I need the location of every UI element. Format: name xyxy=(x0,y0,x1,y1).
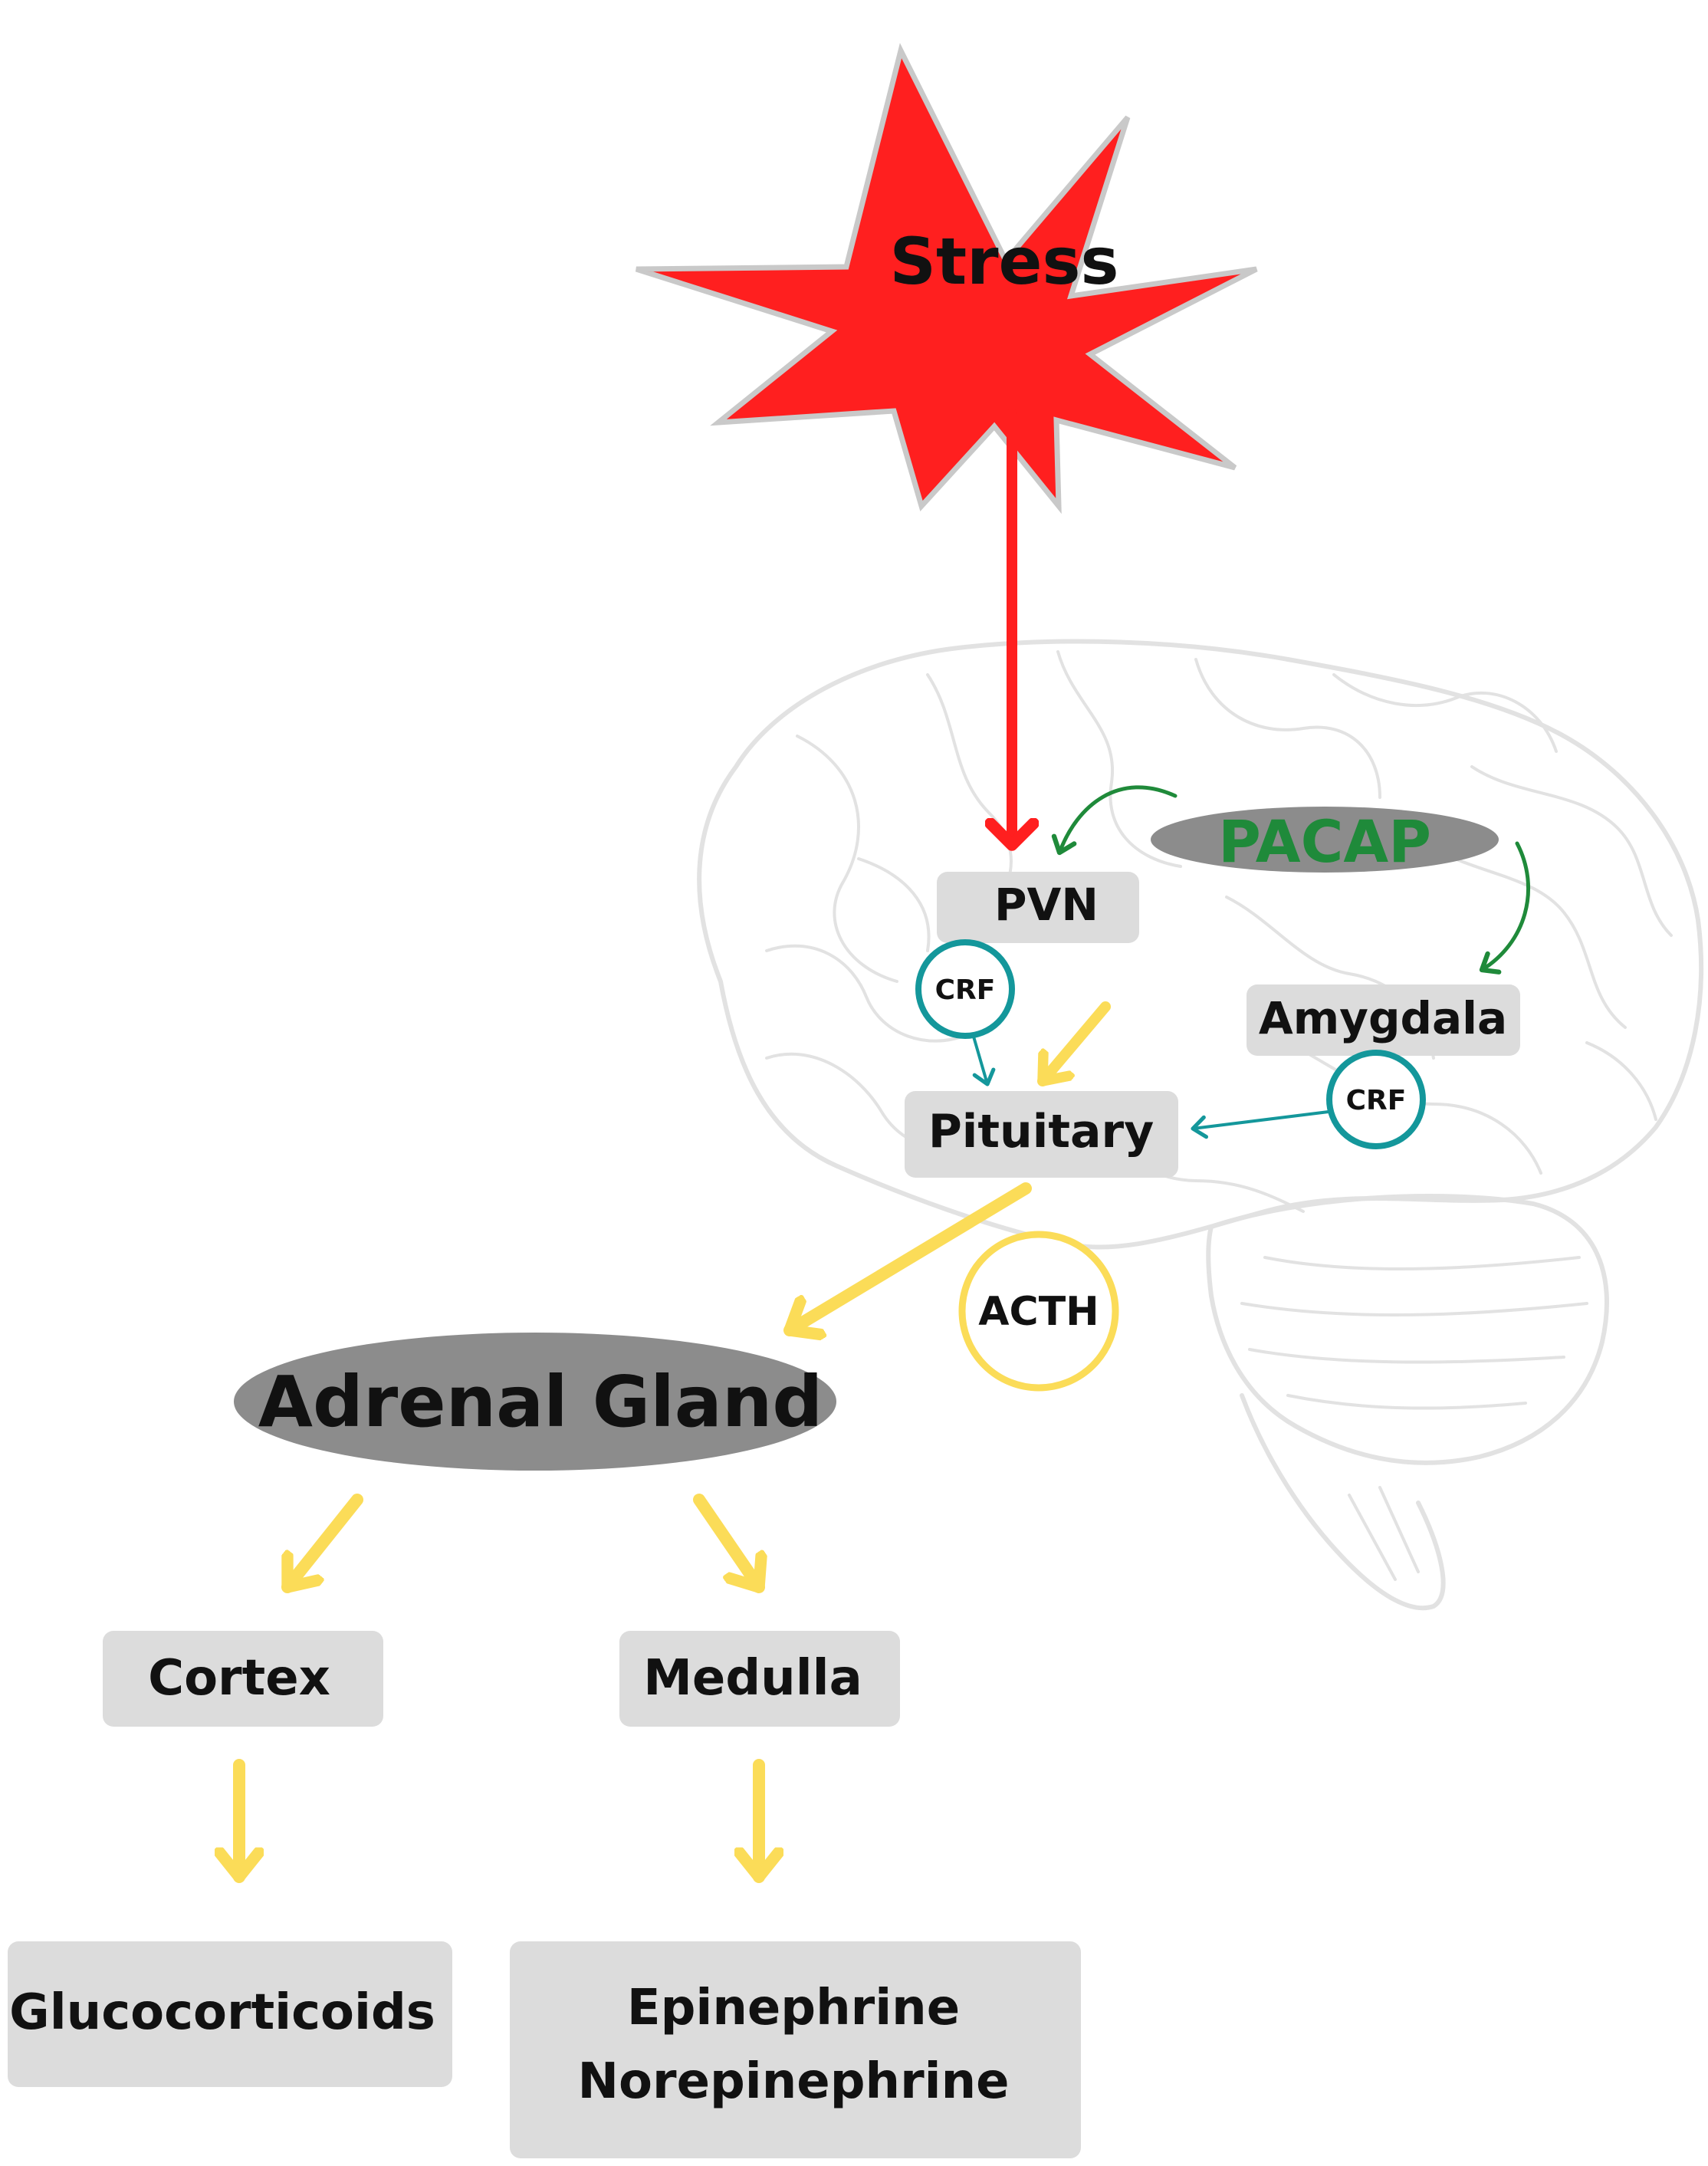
crf-pvn-circle xyxy=(915,939,1015,1039)
amygdala-label: Amygdala xyxy=(1259,992,1507,1044)
brain-folds xyxy=(765,650,1673,1581)
norepinephrine-label: Norepinephrine xyxy=(577,2053,1009,2110)
epinephrine-label: Epinephrine xyxy=(627,1980,960,2036)
glucocorticoids-label: Glucocorticoids xyxy=(9,1984,435,2041)
adrenal-gland-oval xyxy=(234,1333,836,1471)
stress-label: Stress xyxy=(889,224,1118,299)
brain-illustration xyxy=(697,639,1704,1611)
brain-stem-outline xyxy=(1240,1393,1446,1611)
crf-pvn-to-pituitary-arrow xyxy=(972,1035,996,1086)
brain-cerebellum-outline xyxy=(1206,1194,1609,1465)
glucocorticoids-box xyxy=(8,1941,452,2087)
crf-amygdala-to-pituitary-arrow xyxy=(1191,1110,1330,1139)
pacap-oval xyxy=(1151,807,1499,873)
crf-pvn-label: CRF xyxy=(935,975,996,1006)
brain-cerebrum-outline xyxy=(697,639,1704,1250)
pacap-to-amygdala-arrow xyxy=(1479,841,1531,975)
medulla-label: Medulla xyxy=(643,1650,862,1707)
adrenal-to-cortex-arrow xyxy=(281,1494,363,1593)
crf-amygdala-circle xyxy=(1326,1050,1426,1149)
pacap-label: PACAP xyxy=(1218,807,1431,876)
cortex-box xyxy=(103,1631,383,1727)
catecholamines-box xyxy=(510,1941,1081,2158)
amygdala-box xyxy=(1247,984,1520,1056)
pituitary-box xyxy=(905,1091,1178,1178)
acth-circle xyxy=(958,1231,1119,1392)
crf-amygdala-label: CRF xyxy=(1346,1085,1407,1116)
medulla-box xyxy=(619,1631,900,1727)
pvn-box xyxy=(937,872,1139,943)
yellow-arrow-to-pituitary xyxy=(1037,1001,1111,1086)
adrenal-gland-label: Adrenal Gland xyxy=(258,1361,823,1443)
pvn-label: PVN xyxy=(994,879,1099,931)
stress-starburst xyxy=(635,42,1258,514)
acth-label: ACTH xyxy=(978,1289,1099,1335)
pacap-to-pvn-arrow xyxy=(1051,785,1178,856)
pituitary-to-adrenal-arrow xyxy=(783,1182,1032,1330)
pituitary-label: Pituitary xyxy=(928,1105,1154,1159)
adrenal-to-medulla-arrow xyxy=(693,1494,759,1593)
cortex-label: Cortex xyxy=(148,1650,330,1707)
